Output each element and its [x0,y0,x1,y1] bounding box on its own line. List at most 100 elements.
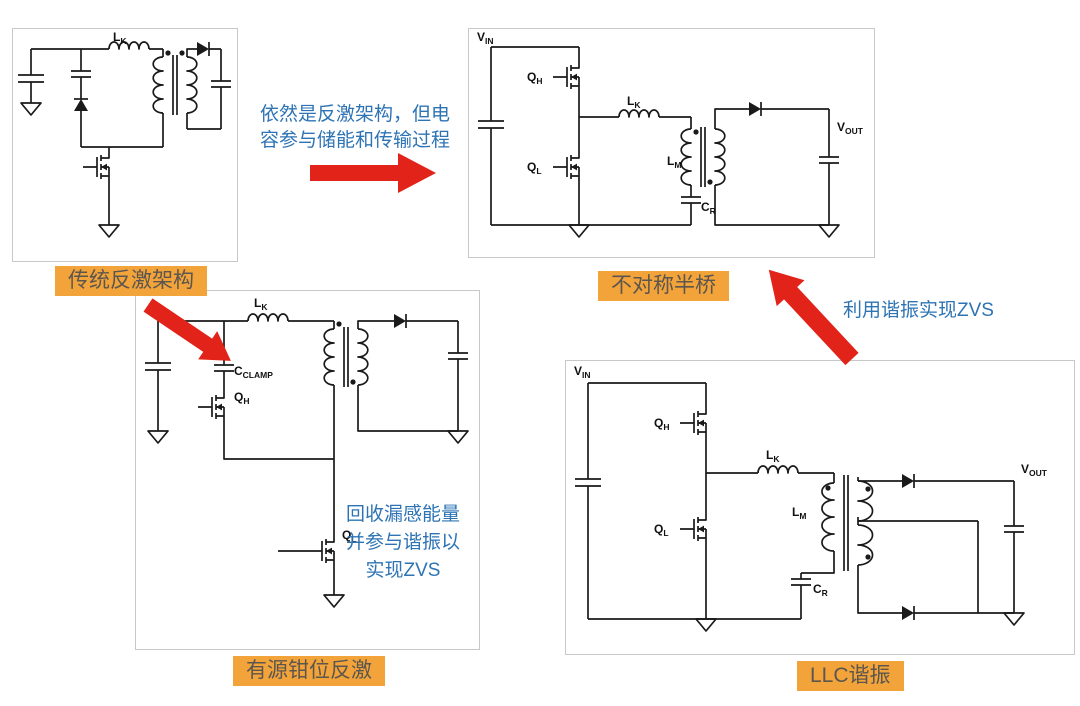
components [17,41,232,238]
flyback-schematic: LK [17,30,232,238]
ground-icon [98,224,120,238]
ground-icon [818,224,840,238]
transformer-secondary-winding [357,328,369,386]
label-cclamp: CCLAMP [234,364,273,380]
ahb-schematic: VIN QH LK QL LM CR VOUT [477,30,864,238]
resonant-capacitor-symbol [680,196,702,204]
output-diode-symbol [196,41,210,57]
badge-llc: LLC谐振 [797,661,904,691]
label-lk: LK [113,30,127,46]
circuit-panel-flyback: LK [12,28,238,262]
transformer-secondary-winding-2 [857,524,874,566]
ground-icon [447,430,469,444]
transformer-secondary-winding [186,56,198,114]
output-capacitor-symbol [210,80,232,88]
llc-schematic: VIN QH QL LK LM CR VOUT [574,364,1048,632]
input-capacitor-symbol [477,120,505,129]
low-side-mosfet-symbol [679,508,707,550]
rectifier-diode-top-symbol [901,473,915,489]
circuit-wires [587,382,1015,620]
ground-icon [695,618,717,632]
label-qh: QH [234,390,249,406]
circuit-panel-ahb: VIN QH LK QL LM CR VOUT [468,28,875,258]
winding-dot [693,129,699,135]
label-ql: QL [527,160,542,176]
output-diode-symbol [748,101,762,117]
note-acf-line3: 实现ZVS [365,560,441,581]
label-lm: LM [667,154,681,170]
circuit-wires [30,48,222,225]
label-qh: QH [527,70,542,86]
resonant-capacitor-symbol [790,578,812,586]
note-to-ahb-line1: 依然是反激架构，但电 [259,104,450,125]
winding-dot [350,379,356,385]
transformer-primary-winding [152,56,164,114]
high-side-mosfet-symbol [679,402,707,444]
components [144,313,469,608]
circuit-panel-llc: VIN QH QL LK LM CR VOUT [565,360,1075,655]
label-cr: CR [813,582,828,598]
badge-ahb: 不对称半桥 [598,271,729,301]
label-qh: QH [654,416,669,432]
clamp-mosfet-symbol [197,386,225,428]
input-capacitor-symbol [574,478,602,487]
components [477,56,840,238]
lk-inductor [757,465,799,474]
transformer-primary-winding [821,482,835,552]
badge-acf: 有源钳位反激 [233,656,385,686]
snubber-capacitor-symbol [70,70,92,78]
ground-icon [323,594,345,608]
transformer-primary-winding [323,328,335,386]
label-lk: LK [254,296,268,312]
lk-inductor [108,41,150,50]
label-vin: VIN [574,364,591,380]
input-capacitor-symbol [17,74,45,83]
acf-schematic: LK CCLAMP QH QL [144,296,469,608]
high-side-mosfet-symbol [552,56,580,98]
circuit-wires [157,320,459,595]
winding-dot [865,554,871,560]
rectifier-diode-bottom-symbol [901,605,915,621]
ground-icon [568,224,590,238]
arrow-up-left-icon [768,269,859,366]
output-capacitor-symbol [818,156,840,164]
circuit-panel-acf: LK CCLAMP QH QL [135,290,480,650]
label-vin: VIN [477,30,494,46]
label-cr: CR [701,200,716,216]
lk-inductor [247,313,289,322]
label-vout: VOUT [1021,462,1048,478]
ground-icon [1003,612,1025,626]
label-lm: LM [792,505,806,521]
note-to-ahb: 依然是反激架构，但电 容参与储能和传输过程 [248,102,462,154]
winding-dot [165,50,171,56]
main-mosfet-symbol [307,530,335,572]
note-acf: 回收漏感能量 并参与谐振以 实现ZVS [336,501,470,585]
transformer-primary-winding [680,128,692,186]
snubber-diode-symbol [73,98,89,112]
arrow-down-right-icon [143,298,231,361]
winding-dot [336,321,342,327]
mosfet-symbol [82,146,110,188]
note-acf-line1: 回收漏感能量 [345,504,460,525]
note-zvs: 利用谐振实现ZVS [843,300,994,321]
output-capacitor-symbol [447,352,469,360]
circuit-wires [490,46,830,226]
label-lk: LK [627,94,641,110]
note-acf-line2: 并参与谐振以 [345,532,460,553]
label-ql: QL [654,522,669,538]
ground-icon [147,430,169,444]
label-lk: LK [766,448,780,464]
output-diode-symbol [393,313,407,329]
lk-inductor [618,109,660,118]
winding-dot [865,486,871,492]
winding-dot [707,179,713,185]
low-side-mosfet-symbol [552,146,580,188]
components [574,402,1025,632]
transformer-secondary-winding [714,128,726,186]
winding-dot [179,50,185,56]
note-to-ahb-line2: 容参与储能和传输过程 [259,130,450,151]
output-capacitor-symbol [1003,525,1025,533]
label-vout: VOUT [837,120,864,136]
badge-flyback: 传统反激架构 [55,266,207,296]
